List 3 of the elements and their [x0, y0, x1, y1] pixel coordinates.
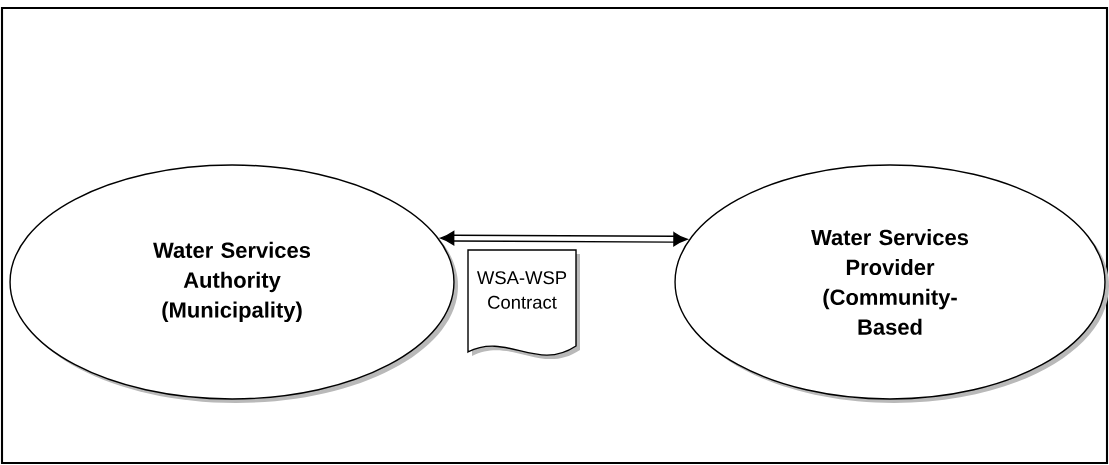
double-arrow	[440, 230, 688, 247]
ellipse-node: Water Services Authority (Municipality)	[9, 164, 458, 403]
ellipse-node: Water Services Provider (Community-Based	[674, 164, 1109, 403]
